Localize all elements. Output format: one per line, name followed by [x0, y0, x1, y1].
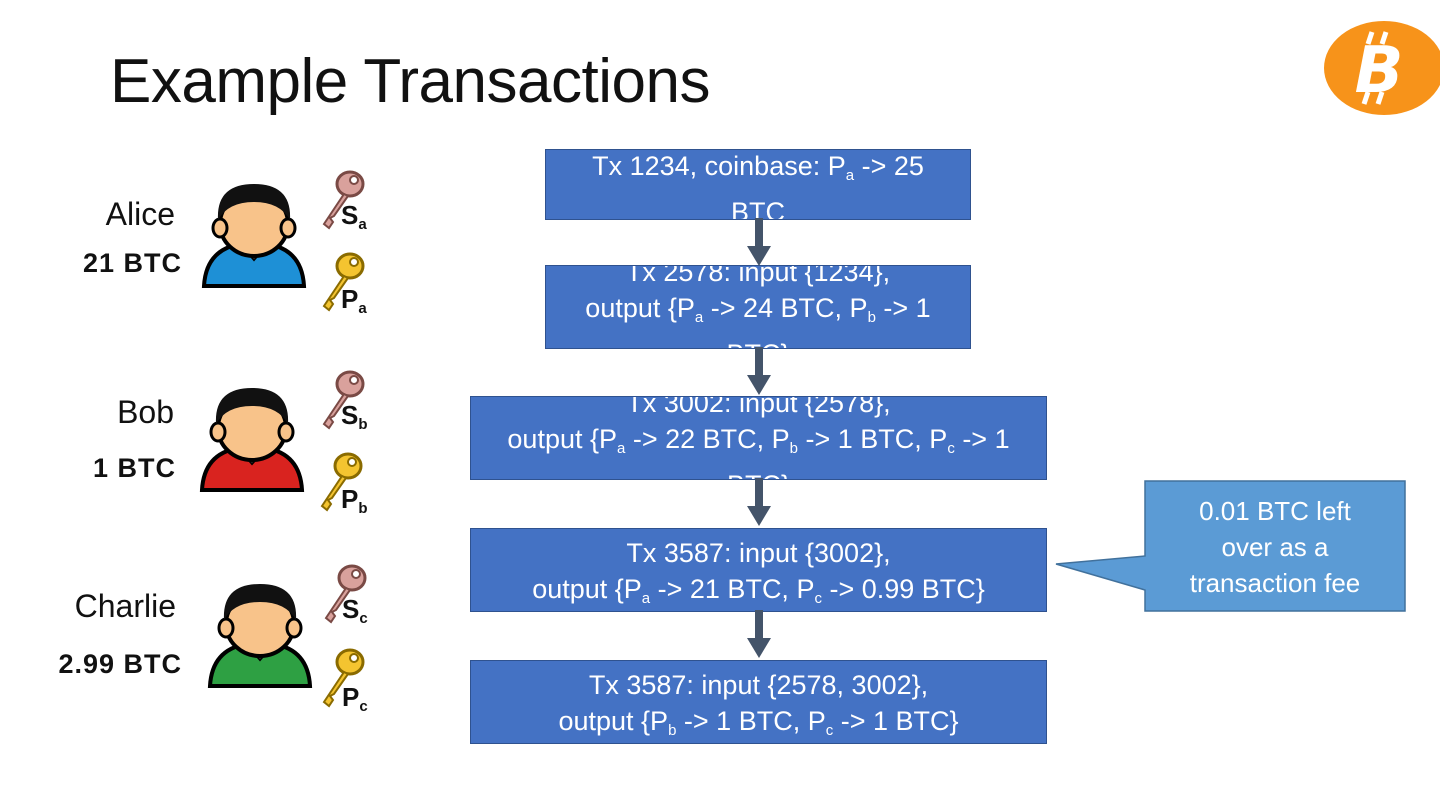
bitcoin-logo-icon: B	[1324, 21, 1440, 115]
secret-key-label-bob: Sb	[341, 400, 368, 433]
slide-title: Example Transactions	[110, 47, 710, 116]
tx-line: output {Pa -> 21 BTC, Pc -> 0.99 BTC}	[532, 574, 985, 607]
tx-box-1234: Tx 1234, coinbase: Pa -> 25 BTC	[545, 149, 971, 220]
person-name-bob: Bob	[117, 394, 174, 430]
arrow-down-icon	[747, 347, 771, 395]
alice-avatar-icon	[201, 184, 307, 288]
tx-line: Tx 3587: input {2578, 3002},	[588, 670, 929, 700]
tx-line: Tx 1234, coinbase: Pa -> 25	[592, 151, 924, 184]
secret-key-icon-alice	[322, 170, 365, 230]
tx-line: output {Pa -> 22 BTC, Pb -> 1 BTC, Pc ->…	[507, 424, 1010, 457]
secret-key-icon-bob	[322, 370, 365, 430]
bob-avatar-icon	[199, 388, 305, 492]
tx-line: BTC}	[471, 467, 1046, 479]
tx-line: Tx 3002: input {2578},	[626, 396, 891, 418]
arrow-down-icon	[747, 478, 771, 526]
tx-box-3587-a: Tx 3587: input {3002}, output {Pa -> 21 …	[470, 528, 1047, 612]
person-balance-charlie: 2.99 BTC	[58, 649, 182, 679]
tx-box-2578: Tx 2578: input {1234}, output {Pa -> 24 …	[545, 265, 971, 349]
tx-line: Tx 2578: input {1234},	[625, 265, 891, 287]
tx-box-3002: Tx 3002: input {2578}, output {Pa -> 22 …	[470, 396, 1047, 480]
secret-key-icon-charlie	[324, 564, 367, 624]
public-key-icon-alice	[322, 252, 365, 312]
person-balance-alice: 21 BTC	[82, 248, 182, 278]
secret-key-label-alice: Sa	[341, 200, 367, 233]
public-key-label-alice: Pa	[341, 284, 367, 317]
public-key-icon-bob	[320, 452, 363, 512]
secret-key-label-charlie: Sc	[342, 594, 368, 627]
public-key-label-bob: Pb	[341, 484, 368, 517]
tx-line: BTC	[731, 197, 785, 220]
fee-callout-text: 0.01 BTC left over as a transaction fee	[1189, 496, 1361, 598]
person-name-alice: Alice	[105, 196, 175, 232]
tx-box-3587-b: Tx 3587: input {2578, 3002}, output {Pb …	[470, 660, 1047, 744]
charlie-avatar-icon	[207, 584, 313, 688]
person-balance-bob: 1 BTC	[92, 453, 176, 483]
fee-callout-shape	[1055, 480, 1406, 612]
public-key-icon-charlie	[322, 648, 365, 708]
tx-line: BTC}	[546, 336, 970, 348]
public-key-label-charlie: Pc	[342, 682, 368, 715]
tx-line: output {Pb -> 1 BTC, Pc -> 1 BTC}	[558, 706, 959, 739]
arrow-down-icon	[747, 610, 771, 658]
person-name-charlie: Charlie	[74, 588, 176, 624]
tx-line: Tx 3587: input {3002},	[626, 538, 891, 568]
tx-line: output {Pa -> 24 BTC, Pb -> 1	[585, 293, 931, 326]
arrow-down-icon	[747, 218, 771, 266]
